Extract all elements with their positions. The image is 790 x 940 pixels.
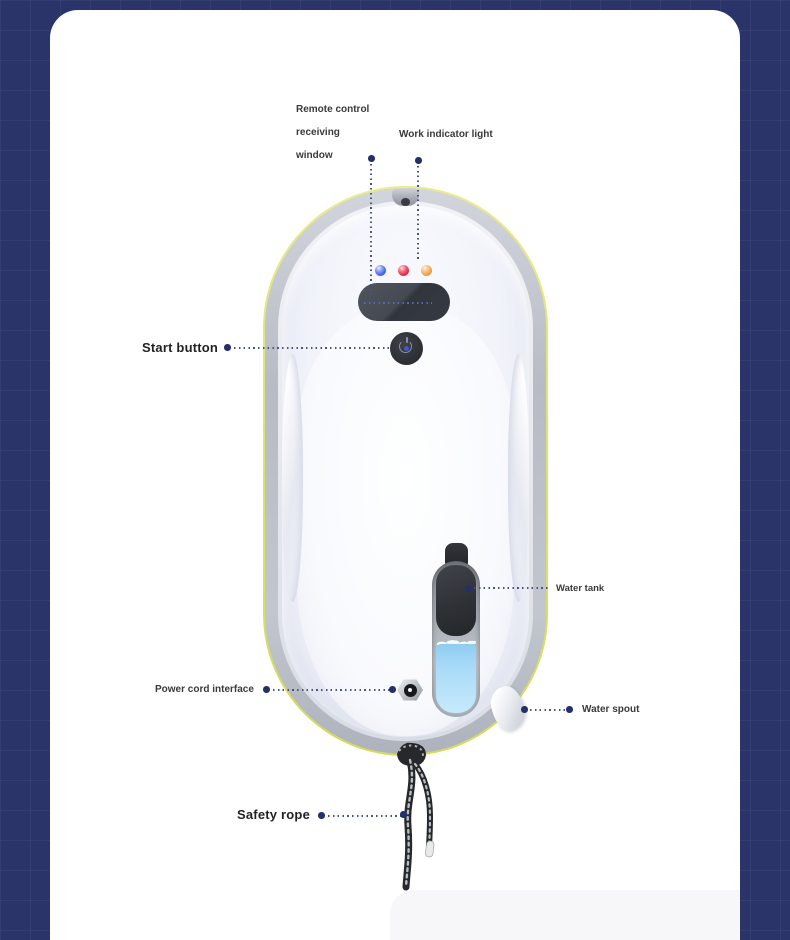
label-remote-window: Remote control receiving window (296, 104, 380, 162)
leader-dot-power-cord-end (389, 686, 396, 693)
power-icon (399, 340, 412, 353)
leader-dot-water-spout (521, 706, 528, 713)
rope-aglet (425, 840, 435, 858)
safety-rope (397, 742, 435, 891)
leader-dot-remote-window (368, 155, 375, 162)
water-tank (432, 561, 480, 717)
indicator-led-red (398, 265, 409, 276)
robot-right-groove (508, 354, 529, 602)
robot-center-panel (297, 306, 514, 736)
power-port-pin (408, 688, 412, 692)
robot-left-groove (282, 354, 303, 602)
power-cord-interface (397, 679, 423, 701)
top-notch-dot (401, 198, 410, 206)
leader-dot-start-button (224, 344, 231, 351)
label-work-light: Work indicator light (399, 129, 493, 140)
indicator-led-blue (375, 265, 386, 276)
leader-line-work-light (417, 166, 419, 262)
robot-illustration (263, 186, 548, 891)
power-icon-dot (404, 346, 409, 351)
label-power-cord: Power cord interface (155, 684, 254, 695)
leader-dot-safety-rope-end (400, 811, 407, 818)
label-water-spout: Water spout (582, 704, 640, 715)
leader-line-water-spout (530, 709, 566, 711)
water-surface-wave (436, 640, 476, 647)
next-section-preview (390, 890, 740, 940)
leader-dot-work-light (415, 157, 422, 164)
leader-line-power-cord (273, 689, 389, 691)
leader-line-safety-rope (328, 815, 402, 817)
leader-dot-safety-rope (318, 812, 325, 819)
leader-dot-water-spout-end (566, 706, 573, 713)
label-safety-rope: Safety rope (237, 807, 311, 822)
leader-dot-water-tank (465, 585, 472, 592)
water-tank-water (436, 644, 476, 713)
water-tank-dark-body (436, 565, 476, 636)
leader-line-remote-window-v (370, 164, 372, 302)
power-icon-line (405, 337, 408, 343)
leader-line-remote-window-h (364, 302, 432, 304)
start-button (390, 332, 423, 365)
label-remote-window-line3: window (296, 150, 333, 161)
label-remote-window-line1: Remote control (296, 104, 370, 115)
leader-line-water-tank (474, 587, 551, 589)
label-start-button: Start button (142, 340, 219, 355)
leader-line-start-button (234, 347, 389, 349)
label-water-tank: Water tank (556, 583, 605, 594)
label-remote-window-line2: receiving (296, 127, 340, 138)
top-notch (392, 189, 419, 206)
indicator-led-orange (421, 265, 432, 276)
leader-dot-power-cord (263, 686, 270, 693)
